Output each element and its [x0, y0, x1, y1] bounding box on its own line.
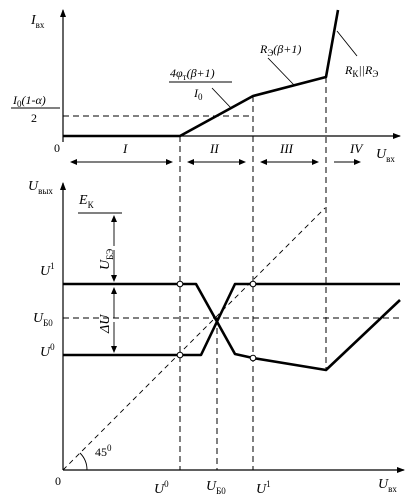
ub0-level-label: UБ0	[33, 311, 53, 328]
svg-text:4φт(β+1): 4φт(β+1)	[170, 66, 215, 82]
u0-level-label: U0	[40, 342, 55, 360]
svg-text:I0: I0	[193, 86, 203, 102]
input-current-graph: Iвх Uвх 0 I0(1-α) 2 4φт(β+1) I0 RЭ(β+1) …	[11, 9, 401, 165]
x-u0-label: U0	[154, 479, 169, 497]
angle-label: 450	[95, 443, 112, 459]
x-ub0-label: UБ0	[206, 479, 226, 496]
region-III-label: III	[279, 141, 294, 156]
u1-level-label: U1	[40, 261, 55, 279]
region-IV-slope-label: RК||RЭ	[336, 30, 378, 79]
point-u1-left	[176, 280, 184, 288]
region-IV-label: IV	[349, 141, 364, 156]
angle-arc	[79, 452, 88, 471]
bottom-origin-label: 0	[55, 474, 61, 488]
top-x-axis-label: Uвх	[376, 147, 395, 164]
diagonal-45-line	[62, 207, 326, 471]
point-u1-right	[249, 280, 257, 288]
svg-text:I0(1-α): I0(1-α)	[12, 93, 46, 109]
point-u0-right	[249, 354, 257, 362]
region-II-slope-label: 4φт(β+1) I0	[169, 66, 232, 109]
bottom-x-axis-label: Uвх	[378, 477, 397, 494]
bottom-y-axis-label: Uвых	[28, 179, 53, 196]
svg-text:2: 2	[31, 111, 37, 125]
top-y-axis-label: Iвх	[30, 13, 45, 30]
left-level-label: I0(1-α) 2	[11, 93, 60, 125]
x-u1-label: U1	[256, 479, 271, 497]
region-I-label: I	[122, 141, 128, 156]
non-inverting-output-curve	[63, 282, 400, 357]
output-voltage-graph: Uвых Uвх 0 450 EК UБЭ ΔU U1 UБ0 U0 U0	[28, 179, 405, 497]
region-II-label: II	[209, 141, 219, 156]
ube-label: UБЭ	[98, 249, 115, 270]
inverting-output-curve	[63, 282, 401, 372]
svg-text:RК||RЭ: RК||RЭ	[344, 63, 378, 79]
region-III-slope-label: RЭ(β+1)	[259, 42, 301, 86]
region-boundaries	[179, 77, 327, 470]
delta-u-label: ΔU	[98, 314, 113, 334]
ek-label: EК	[78, 193, 95, 210]
point-u0-left	[176, 351, 184, 359]
svg-text:RЭ(β+1): RЭ(β+1)	[259, 42, 301, 58]
top-origin-label: 0	[54, 141, 60, 155]
